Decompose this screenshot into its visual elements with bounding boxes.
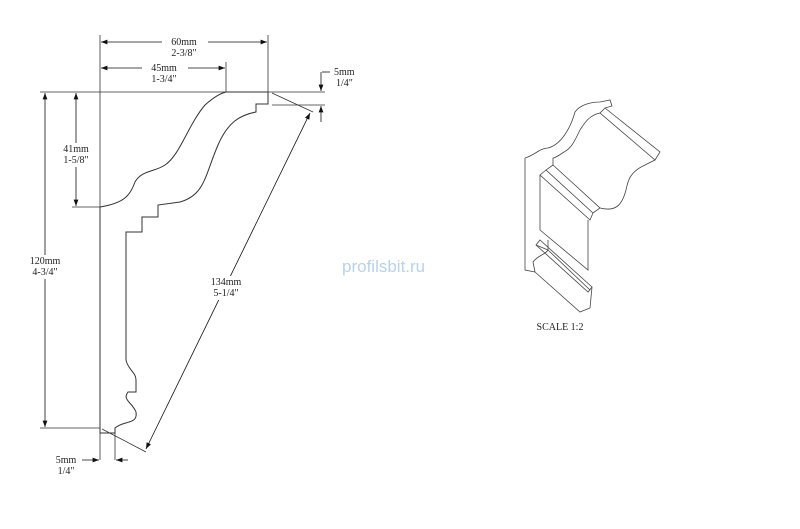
- profile-section: [99, 91, 269, 434]
- dim-45mm: 45mm: [151, 63, 177, 74]
- dim-bottom-5mm-inch: 1/4": [58, 466, 75, 477]
- dim-120mm: 120mm: [30, 256, 61, 267]
- dim-top-5mm-inch: 1/4": [336, 78, 353, 89]
- dim-134mm: 134mm: [211, 277, 242, 288]
- watermark: profilsbit.ru: [342, 257, 425, 276]
- dim-top-5mm: 5mm: [334, 67, 355, 78]
- dim-60mm: 60mm: [171, 37, 197, 48]
- extension-lines: [40, 35, 325, 460]
- dim-134mm-inch: 5-1/4": [213, 288, 238, 299]
- scale-label: SCALE 1:2: [537, 322, 584, 333]
- dim-60mm-inch: 2-3/8": [171, 48, 196, 59]
- dim-45mm-inch: 1-3/4": [151, 74, 176, 85]
- isometric-view: [524, 99, 661, 313]
- dim-bottom-5mm: 5mm: [56, 455, 77, 466]
- dim-41mm: 41mm: [63, 144, 89, 155]
- dim-41mm-inch: 1-5/8": [63, 155, 88, 166]
- dim-120mm-inch: 4-3/4": [32, 267, 57, 278]
